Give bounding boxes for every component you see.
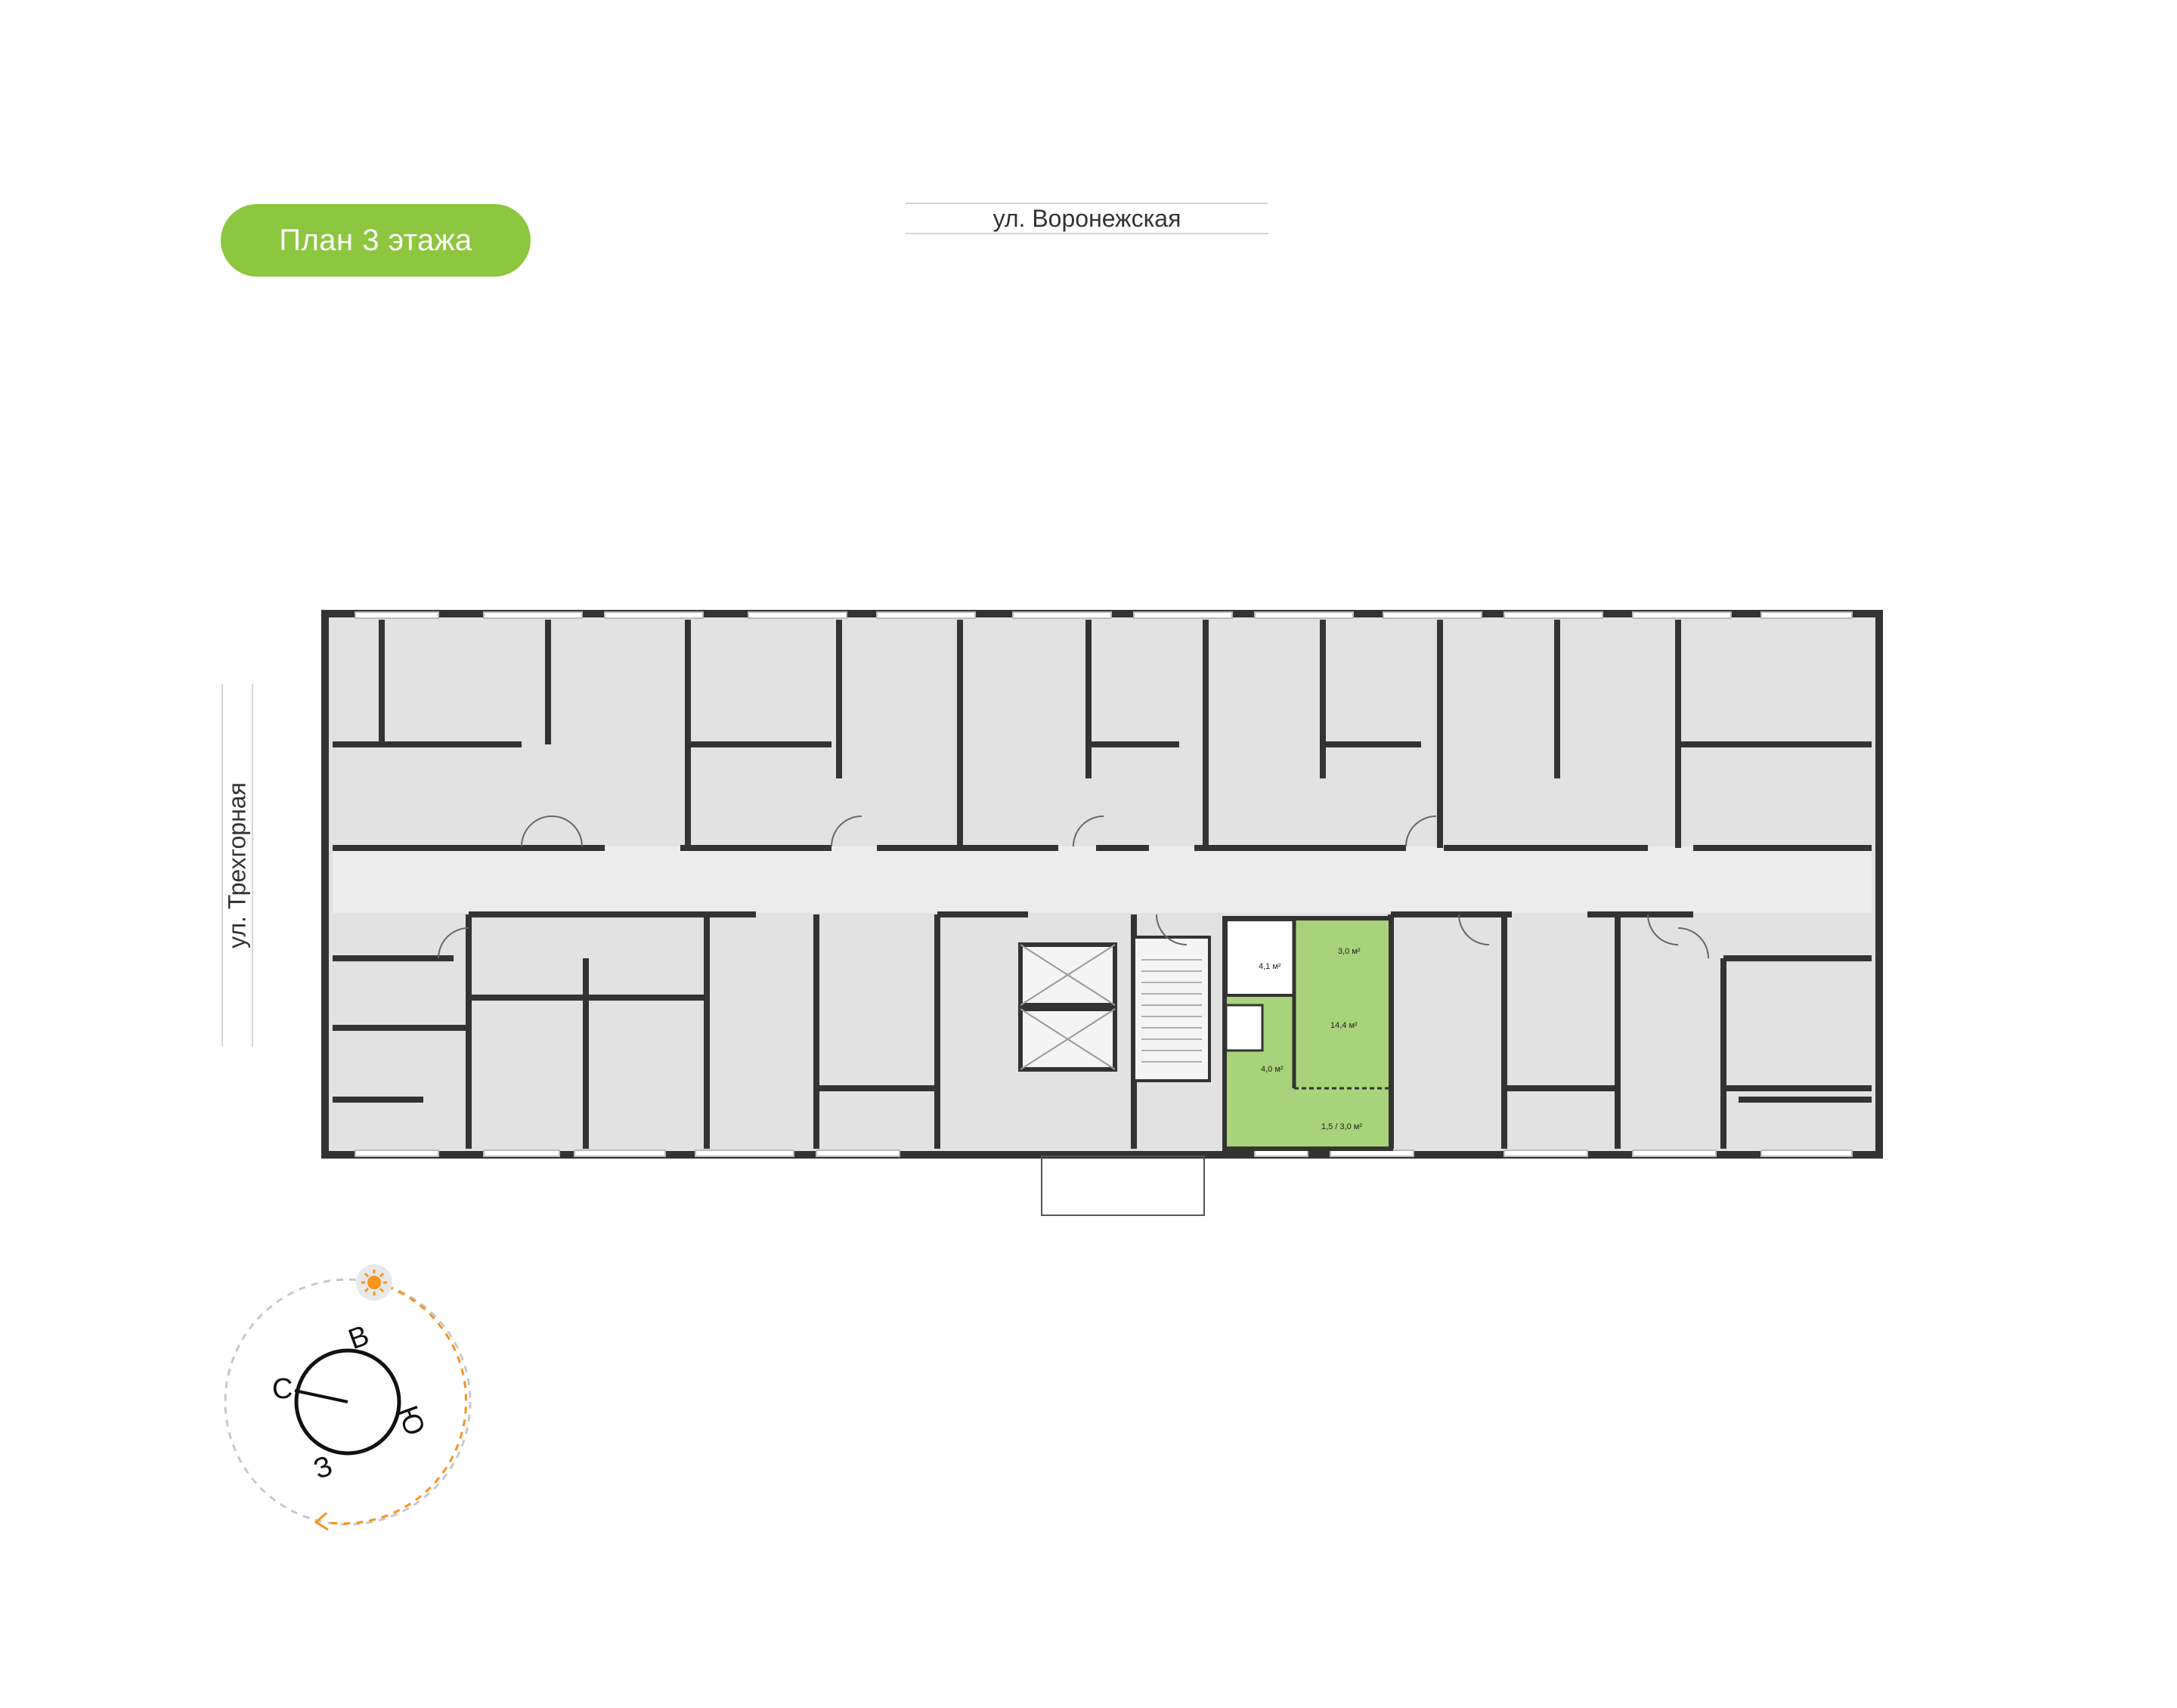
door-swings (438, 815, 1709, 959)
area-label-1: 3,0 м² (1338, 947, 1361, 956)
highlighted-apartment[interactable]: 3,0 м² 4,1 м² 14,4 м² 4,0 м² 1,5 / 3,0 м… (1222, 916, 1393, 1151)
kitchen-unit (1225, 1004, 1264, 1052)
street-label-left: ул. Трехгорная (221, 684, 253, 1047)
entrance-vestibule (1041, 1156, 1205, 1216)
street-label-top: ул. Воронежская (906, 203, 1268, 234)
area-label-4: 4,0 м² (1261, 1065, 1284, 1074)
compass-needle (294, 1389, 348, 1403)
compass-west: З (309, 1450, 336, 1486)
sun-path-gray (224, 1278, 472, 1526)
staircase (1132, 936, 1211, 1082)
sun-path-orange (324, 1281, 468, 1525)
area-label-3: 14,4 м² (1330, 1021, 1358, 1030)
floor-badge: План 3 этажа (221, 204, 531, 277)
core (1018, 936, 1211, 1082)
corridor (333, 846, 1872, 913)
compass-north: С (272, 1373, 293, 1405)
windows-bottom (355, 1149, 1853, 1157)
windows-top (355, 611, 1853, 619)
area-label-5: 1,5 / 3,0 м² (1321, 1122, 1362, 1131)
sun-path-arrow (314, 1512, 329, 1531)
sun-icon (356, 1264, 392, 1301)
area-label-2: 4,1 м² (1259, 962, 1281, 971)
